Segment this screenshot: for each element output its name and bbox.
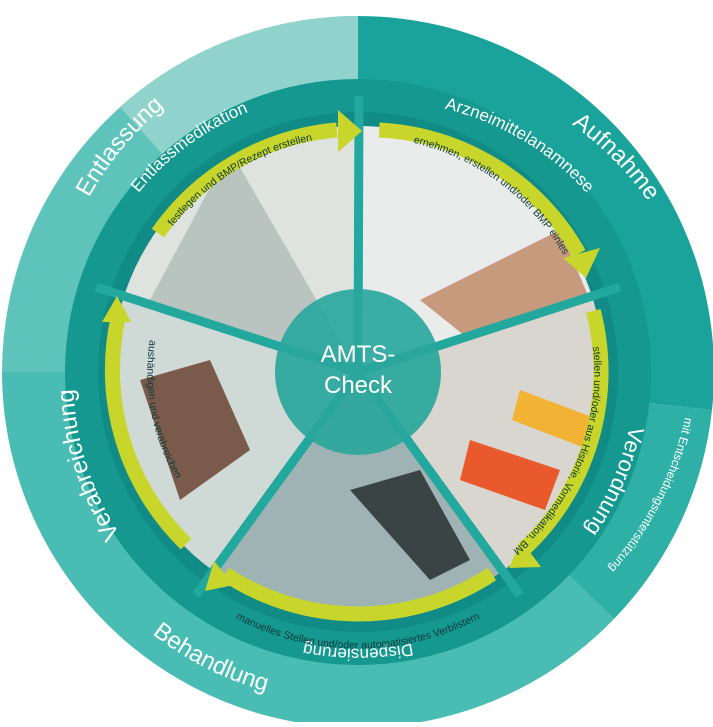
photo-scanner-segment <box>196 372 520 618</box>
arrow-verordnung <box>516 309 609 557</box>
arrow-dispensierung <box>220 567 497 622</box>
center-label-line-2: Check <box>324 372 393 399</box>
cycle-arrows <box>104 122 609 622</box>
arrow-verabreichung <box>104 316 192 550</box>
photo-pills-capsule <box>512 390 600 450</box>
center-label-line-1: AMTS- <box>321 341 396 368</box>
arrowhead-aufnahme <box>563 248 600 278</box>
photo-pills-accent <box>460 440 560 510</box>
arrow-aufnahme <box>378 122 586 258</box>
arrowhead-verabreichung <box>102 296 131 322</box>
arrow-entlassung <box>151 122 338 238</box>
arrowhead-verordnung <box>509 540 541 568</box>
arrow-heads <box>102 110 600 591</box>
arrowhead-entlassung <box>338 110 362 152</box>
arrowhead-dispensierung <box>205 561 234 591</box>
center-circle <box>275 289 441 455</box>
photo-patient-figure <box>140 360 250 500</box>
photo-scanner-device <box>350 470 470 580</box>
